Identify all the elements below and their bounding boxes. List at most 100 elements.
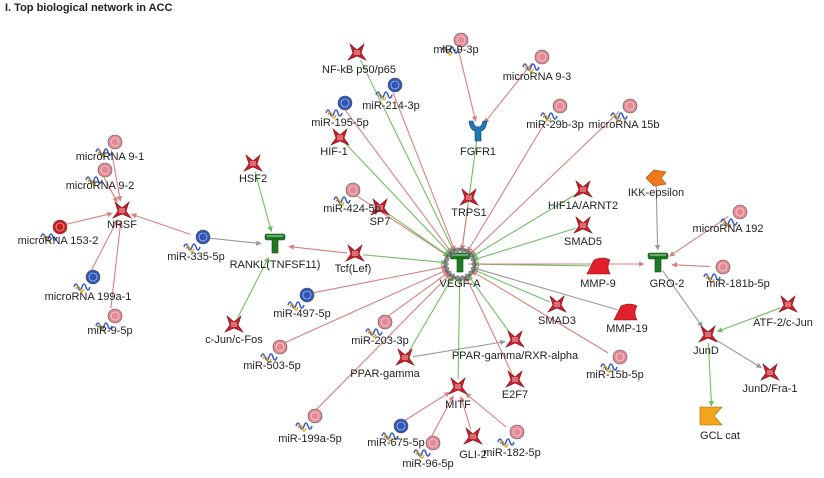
node-mir181b5p[interactable] [703,259,731,283]
edge-jund-to-gcl [707,342,715,407]
edge-tcf-to-rankl [288,244,348,254]
node-mir4245p[interactable] [333,182,361,206]
node-hsf2[interactable] [243,154,263,172]
edge-mmp19-to-vegfa [472,266,618,311]
node-mir3355p[interactable] [183,229,211,253]
node-label-nfkb: NF-kB p50/p65 [322,64,396,76]
node-label-e2f7: E2F7 [502,389,528,401]
node-fgfr1[interactable] [468,120,488,142]
edge-hif1-to-vegfa [345,143,451,255]
mirna-icon [287,287,315,311]
node-mir93p[interactable] [441,32,469,56]
edge-mir29b3p-to-vegfa [466,112,552,253]
node-cjun[interactable] [224,315,244,333]
node-label-mir3355p: miR-335-5p [167,251,224,263]
node-label-smad3: SMAD3 [538,315,576,327]
node-mir199a5p[interactable] [295,408,323,432]
node-mirna91[interactable] [95,134,123,158]
node-mir6755p[interactable] [381,418,409,442]
node-label-mirna1532: microRNA 153-2 [18,235,99,247]
node-label-gcl: GCL cat [700,430,740,442]
node-gli2[interactable] [463,427,483,445]
node-label-mir5035p: miR-503-5p [243,360,300,372]
node-mir4975p[interactable] [287,287,315,311]
node-label-mir4975p: miR-497-5p [273,308,330,320]
node-mir5035p[interactable] [260,339,288,363]
node-vegfa[interactable] [449,252,471,273]
node-mirna192[interactable] [720,204,748,228]
mirna-icon [720,204,748,228]
edge-mir3355p-to-rankl [205,237,262,246]
node-nfkb[interactable] [347,43,367,61]
node-mirna15b[interactable] [610,98,638,122]
mirna-icon [325,95,353,119]
node-gro2[interactable] [647,252,669,273]
transcription-factor-icon [573,180,593,198]
node-hif1[interactable] [330,128,350,146]
node-jund[interactable] [698,325,718,343]
node-label-mir93p: miR-9-3p [433,44,478,56]
node-mir965p[interactable] [413,435,441,459]
edge-mir2143p-to-vegfa [392,92,456,252]
mirna-icon [95,308,123,332]
edge-hsf2-to-rankl [254,171,273,233]
node-mitf[interactable] [448,377,468,395]
mirna-icon [703,259,731,283]
node-smad5[interactable] [573,216,593,234]
node-mir1825p[interactable] [497,424,525,448]
node-label-tcf: Tcf(Lef) [335,263,372,275]
edge-mir5035p-to-vegfa [282,269,448,345]
edge-mirna15b-to-vegfa [469,111,620,255]
node-atf2[interactable] [778,295,798,313]
node-jundfra[interactable] [760,363,780,381]
node-label-mir2143p: miR-214-3p [362,100,419,112]
transcription-factor-icon [395,348,415,366]
node-mir2033p[interactable] [365,314,393,338]
node-e2f7[interactable] [505,370,525,388]
node-mirna92[interactable] [85,162,113,186]
node-mir95p[interactable] [95,308,123,332]
node-label-mirna91: microRNA 9-1 [76,151,144,163]
node-pparg[interactable] [395,348,415,366]
edge-mir1825p-to-mitf [465,392,507,428]
node-mir2143p[interactable] [375,77,403,101]
mirna-icon [540,98,568,122]
node-label-rankl: RANKL(TNFSF11) [230,259,321,271]
transcription-hub-icon [449,252,471,273]
node-mir29b3p[interactable] [540,98,568,122]
node-mirna199a1[interactable] [73,269,101,293]
node-gcl[interactable] [699,406,723,426]
node-label-mir6755p: miR-675-5p [367,437,424,449]
mirna-icon [40,219,68,243]
node-rankl[interactable] [264,233,286,254]
node-label-mir181b5p: miR-181b-5p [706,278,770,290]
edge-pparg-to-vegfa [408,275,454,352]
node-label-atf2: ATF-2/c-Jun [753,317,813,329]
node-mirna1532[interactable] [40,219,68,243]
node-tcf[interactable] [345,244,365,262]
edge-mitf-to-vegfa [456,277,463,380]
diagram-title: I. Top biological network in ACC [5,2,173,14]
transcription-factor-icon [505,370,525,388]
node-sp7[interactable] [370,198,390,216]
node-trps1[interactable] [459,188,479,206]
node-mirna93[interactable] [522,49,550,73]
mirna-icon [95,134,123,158]
node-smad3[interactable] [547,295,567,313]
node-nrsf[interactable] [112,201,132,219]
node-mir1955p[interactable] [325,95,353,119]
edge-mirna91-to-nrsf [110,149,123,202]
transcription-factor-icon [698,325,718,343]
mirna-icon [497,424,525,448]
transcription-factor-icon [345,244,365,262]
node-mmp9[interactable] [586,257,611,275]
mirna-icon [260,339,288,363]
node-ikke[interactable] [645,169,667,187]
node-mir15b5p[interactable] [600,349,628,373]
transcription-factor-icon [112,201,132,219]
edge-mir1955p-to-vegfa [344,109,453,254]
node-ppargrxr[interactable] [505,330,525,348]
node-mmp19[interactable] [613,303,638,321]
transcription-factor-icon [459,188,479,206]
node-hif1a[interactable] [573,180,593,198]
